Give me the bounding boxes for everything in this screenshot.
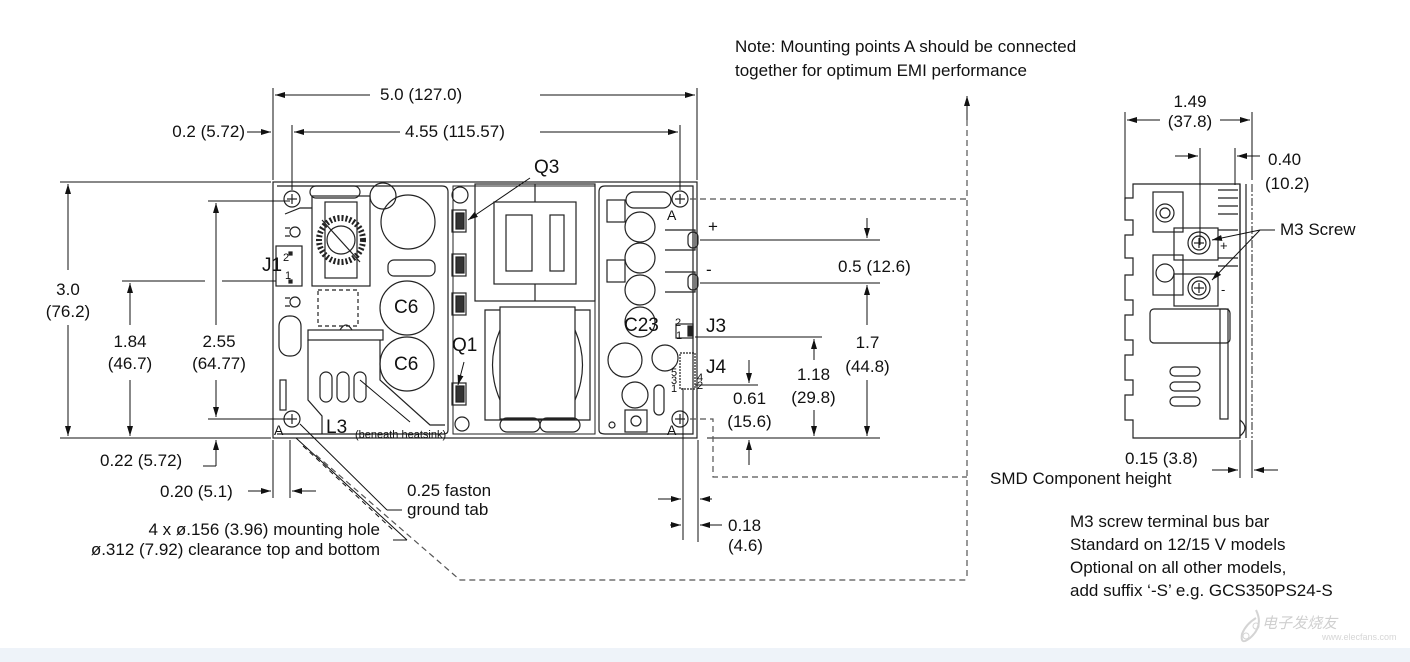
label-j4-pin1: 1 — [671, 383, 678, 395]
top-view-board — [272, 181, 699, 439]
label-l3-note: (beneath heatsink) — [355, 429, 447, 441]
transformer-lower — [484, 306, 591, 433]
m3-screw-plus — [1187, 231, 1211, 255]
m3-screw-callout: M3 Screw — [1280, 220, 1356, 239]
label-j3: J3 — [706, 316, 727, 337]
smd-height-label: SMD Component height — [990, 469, 1172, 488]
dim-hole-spacing-height-in: 2.55 — [202, 332, 236, 351]
j1-connector — [275, 245, 303, 287]
label-j1: J1 — [262, 255, 283, 276]
m3-screw-minus — [1187, 276, 1211, 300]
j3-connector — [675, 323, 694, 339]
label-j3-pin1: 1 — [676, 330, 683, 342]
label-j4: J4 — [706, 357, 727, 378]
emi-connection-path — [315, 120, 968, 581]
dim-smd-height: 0.15 (3.8) — [1125, 449, 1198, 468]
dim-ground-tab-offset: 0.20 (5.1) — [160, 482, 233, 501]
toroid-inductor — [311, 195, 371, 287]
dim-hole-offset-bottom: 0.22 (5.72) — [100, 451, 183, 470]
bus-bar-note-line2: Standard on 12/15 V models — [1070, 535, 1286, 554]
label-j3-pin2: 2 — [675, 317, 682, 329]
dim-side-width-in: 1.49 — [1173, 92, 1207, 111]
dim-j3-height-in: 1.18 — [796, 365, 831, 384]
label-mount-a-left: A — [274, 422, 284, 438]
terminal-screw-upper — [1155, 203, 1175, 223]
capacitor-c6-top — [379, 280, 435, 336]
label-q1: Q1 — [452, 335, 478, 356]
side-view — [1124, 183, 1253, 439]
j4-connector — [679, 352, 696, 390]
dim-pin-offset-mm: (4.6) — [728, 536, 763, 555]
top-view-dimensions — [60, 88, 970, 542]
mounting-hole-top-right — [671, 190, 689, 208]
output-terminal-minus — [665, 271, 699, 293]
mounting-hole-top-left — [283, 190, 301, 208]
side-view-dimensions — [1124, 112, 1278, 478]
watermark-url: www.elecfans.com — [1322, 632, 1397, 642]
bus-bar-note-line1: M3 screw terminal bus bar — [1070, 512, 1270, 531]
dim-j1-height-mm: (46.7) — [107, 354, 153, 373]
label-j4-pin3: 3 — [671, 375, 678, 387]
dim-j3-height-mm: (29.8) — [791, 388, 836, 407]
label-c23: C23 — [624, 315, 659, 336]
emi-note-line2: together for optimum EMI performance — [735, 61, 1027, 80]
output-terminal-plus — [665, 229, 699, 251]
dim-j4-height-mm: (15.6) — [727, 412, 772, 431]
transformer-upper — [474, 183, 596, 302]
dim-side-width-mm: (37.8) — [1167, 112, 1213, 131]
bus-bar-note-line3: Optional on all other models, — [1070, 558, 1287, 577]
dim-overall-width: 5.0 (127.0) — [380, 85, 463, 104]
dim-screw-offset-mm: (10.2) — [1265, 174, 1310, 193]
watermark-text: 电子发烧友 — [1262, 615, 1338, 632]
dim-output-height-mm: (44.8) — [845, 357, 890, 376]
dim-pin-offset-in: 0.18 — [728, 516, 762, 535]
dim-j1-height-in: 1.84 — [113, 332, 147, 351]
label-c6-top: C6 — [394, 297, 419, 318]
footer-band — [0, 648, 1410, 662]
dim-hole-spacing-height-mm: (64.77) — [192, 354, 246, 373]
mounting-hole-callout-line1: 4 x ø.156 (3.96) mounting hole — [148, 520, 380, 539]
dim-overall-height-mm: (76.2) — [45, 302, 91, 321]
label-j4-pin5: 5 — [671, 367, 678, 379]
dim-hole-spacing-width: 4.55 (115.57) — [405, 122, 505, 141]
bus-bar-note-line4: add suffix ‘-S’ e.g. GCS350PS24-S — [1070, 581, 1333, 600]
mounting-hole-callout-line2: ø.312 (7.92) clearance top and bottom — [90, 540, 380, 559]
dim-j4-height-in: 0.61 — [732, 389, 767, 408]
label-side-minus: - — [1221, 282, 1226, 297]
heatsink — [307, 324, 445, 434]
dim-hole-offset-left: 0.2 (5.72) — [172, 122, 245, 141]
faston-callout-line2: ground tab — [407, 500, 489, 519]
dim-output-height-in: 1.7 — [855, 333, 880, 352]
label-j4-pin4: 4 — [697, 372, 704, 384]
label-output-minus: - — [706, 260, 712, 279]
label-j1-pin2: 2 — [283, 252, 290, 264]
dim-screw-offset-in: 0.40 — [1268, 150, 1302, 169]
label-j4-pin2: 2 — [697, 380, 704, 392]
dim-terminal-spacing: 0.5 (12.6) — [838, 257, 911, 276]
capacitor-c23 — [624, 306, 656, 338]
emi-note-line1: Note: Mounting points A should be connec… — [735, 37, 1077, 56]
label-l3: L3 — [326, 417, 348, 438]
faston-callout-line1: 0.25 faston — [407, 481, 492, 500]
label-q3: Q3 — [534, 157, 560, 178]
label-output-plus: + — [708, 217, 718, 236]
label-j1-pin1: 1 — [285, 270, 292, 282]
label-c6-bottom: C6 — [394, 354, 419, 375]
label-side-plus: + — [1220, 238, 1228, 253]
dim-overall-height-in: 3.0 — [56, 280, 80, 299]
watermark-logo-icon — [1240, 609, 1260, 643]
transistor-column — [451, 209, 467, 406]
label-mount-a-top-right: A — [667, 207, 677, 223]
board-outline — [272, 181, 698, 439]
label-mount-a-bottom-right: A — [667, 422, 677, 438]
